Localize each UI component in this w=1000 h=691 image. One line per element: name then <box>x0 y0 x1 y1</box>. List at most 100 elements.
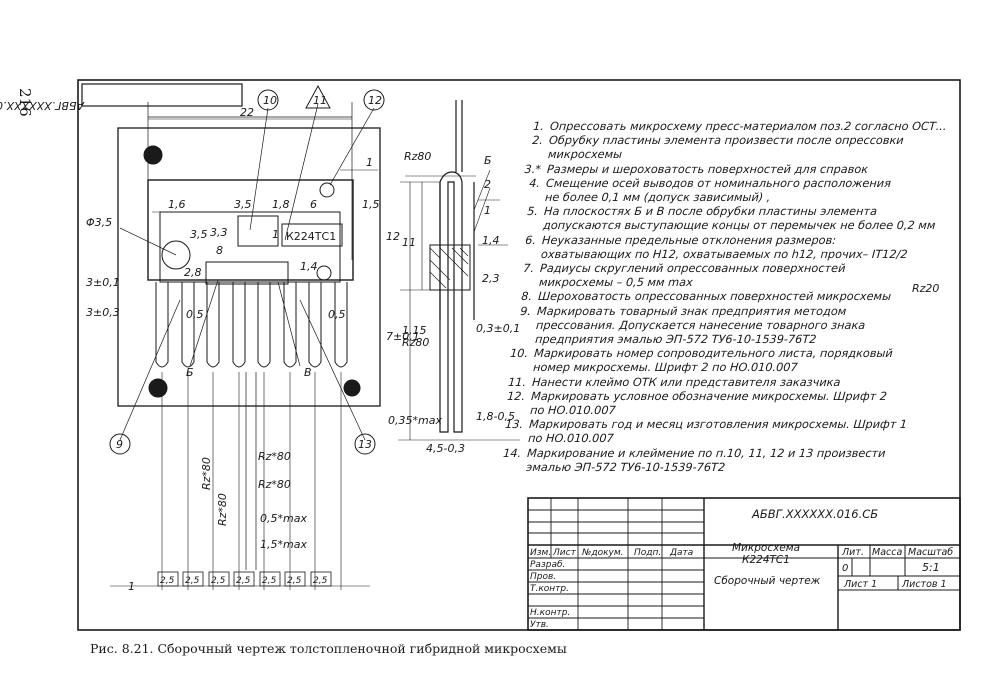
note-number: 3.* <box>524 162 542 176</box>
callout-9 <box>109 433 131 455</box>
dim-4-5: 4,5-0,3 <box>426 442 465 455</box>
callout-9-label: 9 <box>116 438 123 451</box>
title-block-grid <box>528 498 704 630</box>
rz80-mid: Rz80 <box>402 336 429 349</box>
row-utv: Утв. <box>530 620 549 630</box>
title-name-1: Микросхема <box>732 542 800 554</box>
note-text: Неуказанные предельные отклонения размер… <box>540 233 908 261</box>
note-item: 6.Неуказанные предельные отклонения разм… <box>514 234 956 262</box>
dim-0-35: 0,35*max <box>388 414 442 427</box>
note-text: Маркировать год и месяц изготовления мик… <box>527 418 908 446</box>
chip-marking-box <box>281 223 343 247</box>
dim-8: 8 <box>216 244 223 257</box>
dim-1-4b: 1,4 <box>482 234 500 247</box>
callout-10-label: 10 <box>263 94 277 107</box>
dim-1-15: 1,15 <box>402 324 427 337</box>
figure-caption: Рис. 8.21. Сборочный чертеж толстопленоч… <box>90 641 567 656</box>
title-name-2: К224ТС1 <box>742 554 790 566</box>
title-sheets: Листов 1 <box>901 579 947 590</box>
key-circle <box>161 240 191 270</box>
callout-13 <box>354 433 376 455</box>
note-text: Маркировать условное обозначение микросх… <box>529 389 888 418</box>
dim-3-5: 3,5 <box>234 198 252 211</box>
side-letter-b: Б <box>484 154 492 167</box>
title-lit-val: 0 <box>842 563 848 574</box>
callout-12 <box>363 89 385 111</box>
dim-1c: 1 <box>128 580 135 593</box>
note-number: 1. <box>532 120 545 133</box>
row-razrab: Разраб. <box>530 560 565 570</box>
pitch-labels: 2,5 2,5 2,5 2,5 2,5 2,5 2,5 <box>160 576 328 586</box>
note-text: Опрессовать микросхему пресс-материалом … <box>549 120 948 133</box>
dim-3-tol-b: 3±0,3 <box>86 306 120 319</box>
hatched-dot-mid <box>316 265 332 281</box>
dim-3-5b: 3,5 <box>190 228 208 241</box>
title-block <box>527 497 961 631</box>
element-plate <box>117 127 381 407</box>
note-number: 8. <box>520 290 533 304</box>
mount-hole-right <box>343 379 361 397</box>
dim-1-8b: 1,8-0,5 <box>476 410 515 423</box>
note-item: 9.Маркировать товарный знак предприятия … <box>509 305 952 348</box>
component-a <box>237 215 279 247</box>
view-letter-v: В <box>304 366 312 379</box>
dim-3-3: 3,3 <box>210 226 228 239</box>
note-text: Радиусы скруглений опрессованных поверхн… <box>538 262 846 290</box>
dim-1-6: 1,6 <box>168 198 186 211</box>
side-letter-2: 2 <box>484 178 491 191</box>
hatched-dot-top <box>319 182 335 198</box>
dim-1b: 1 <box>272 228 279 241</box>
rz80-top: Rz80 <box>404 150 431 163</box>
note-text: Размеры и шероховатость поверхностей для… <box>546 162 869 176</box>
note-item: 5.На плоскостях Б и В после обрубки плас… <box>516 205 958 233</box>
pitch-label: 2,5 <box>313 576 328 586</box>
title-lit: Лит. <box>841 547 864 558</box>
note-number: 11. <box>507 375 527 389</box>
note-item: 14.Маркирование и клеймение по п.10, 11,… <box>500 447 942 475</box>
dim-0-5max: 0,5*max <box>260 512 307 525</box>
hdr-podp: Подп. <box>634 548 661 558</box>
title-doc-type: Сборочный чертеж <box>714 575 821 587</box>
pitch-label: 2,5 <box>262 576 277 586</box>
note-item: 12.Маркировать условное обозначение микр… <box>504 390 946 418</box>
hdr-list: Лист <box>552 548 577 558</box>
callout-11 <box>305 84 331 109</box>
rz-star-2: Rz*80 <box>258 478 291 491</box>
row-tkontr: Т.контр. <box>530 584 569 594</box>
note-number: 12. <box>506 389 526 403</box>
note-text: Маркировать товарный знак предприятия ме… <box>534 304 866 347</box>
title-scale: 5:1 <box>922 561 940 574</box>
note-item: 3.* Размеры и шероховатость поверхностей … <box>520 163 961 177</box>
pitch-boxes <box>157 571 332 587</box>
technical-notes: 1. Опрессовать микросхему пресс-материало… <box>500 120 965 475</box>
note-text: Маркирование и клеймение по п.10, 11, 12… <box>525 446 886 474</box>
dim-1-4: 1,4 <box>300 260 318 273</box>
leads <box>155 282 348 368</box>
dim-7: 7±0,1 <box>386 330 420 343</box>
dim-0-3: 0,3±0,1 <box>476 322 520 335</box>
dim-1: 1 <box>366 156 373 169</box>
dim-0-5a: 0,5 <box>186 308 204 321</box>
dim-22: 22 <box>240 106 254 119</box>
mount-hole-top <box>143 145 163 165</box>
note-number: 14. <box>502 446 522 460</box>
note-text: Обрубку пластины элемента произвести пос… <box>547 134 905 162</box>
callout-12-label: 12 <box>368 94 382 107</box>
dim-1-8: 1,8 <box>272 198 290 211</box>
pitch-label: 2,5 <box>236 576 251 586</box>
title-massa: Масса <box>872 547 902 558</box>
note-number: 2. <box>531 134 544 148</box>
dim-phi: Φ3,5 <box>86 216 112 229</box>
note-item: 1. Опрессовать микросхему пресс-материало… <box>523 120 964 134</box>
note-number: 13. <box>504 418 524 432</box>
side-view <box>398 100 520 441</box>
dim-11: 11 <box>402 236 416 249</box>
view-letter-b: Б <box>186 366 194 379</box>
note-item: 4.Смещение осей выводов от номинального … <box>518 177 960 205</box>
note-text: Маркировать номер сопроводительного лист… <box>532 347 894 375</box>
rz-star-3: Rz*80 <box>200 457 213 490</box>
row-prov: Пров. <box>530 572 556 582</box>
rz-star-4: Rz*80 <box>216 493 229 526</box>
pitch-label: 2,5 <box>211 576 226 586</box>
dim-1-5max: 1,5*max <box>260 538 307 551</box>
